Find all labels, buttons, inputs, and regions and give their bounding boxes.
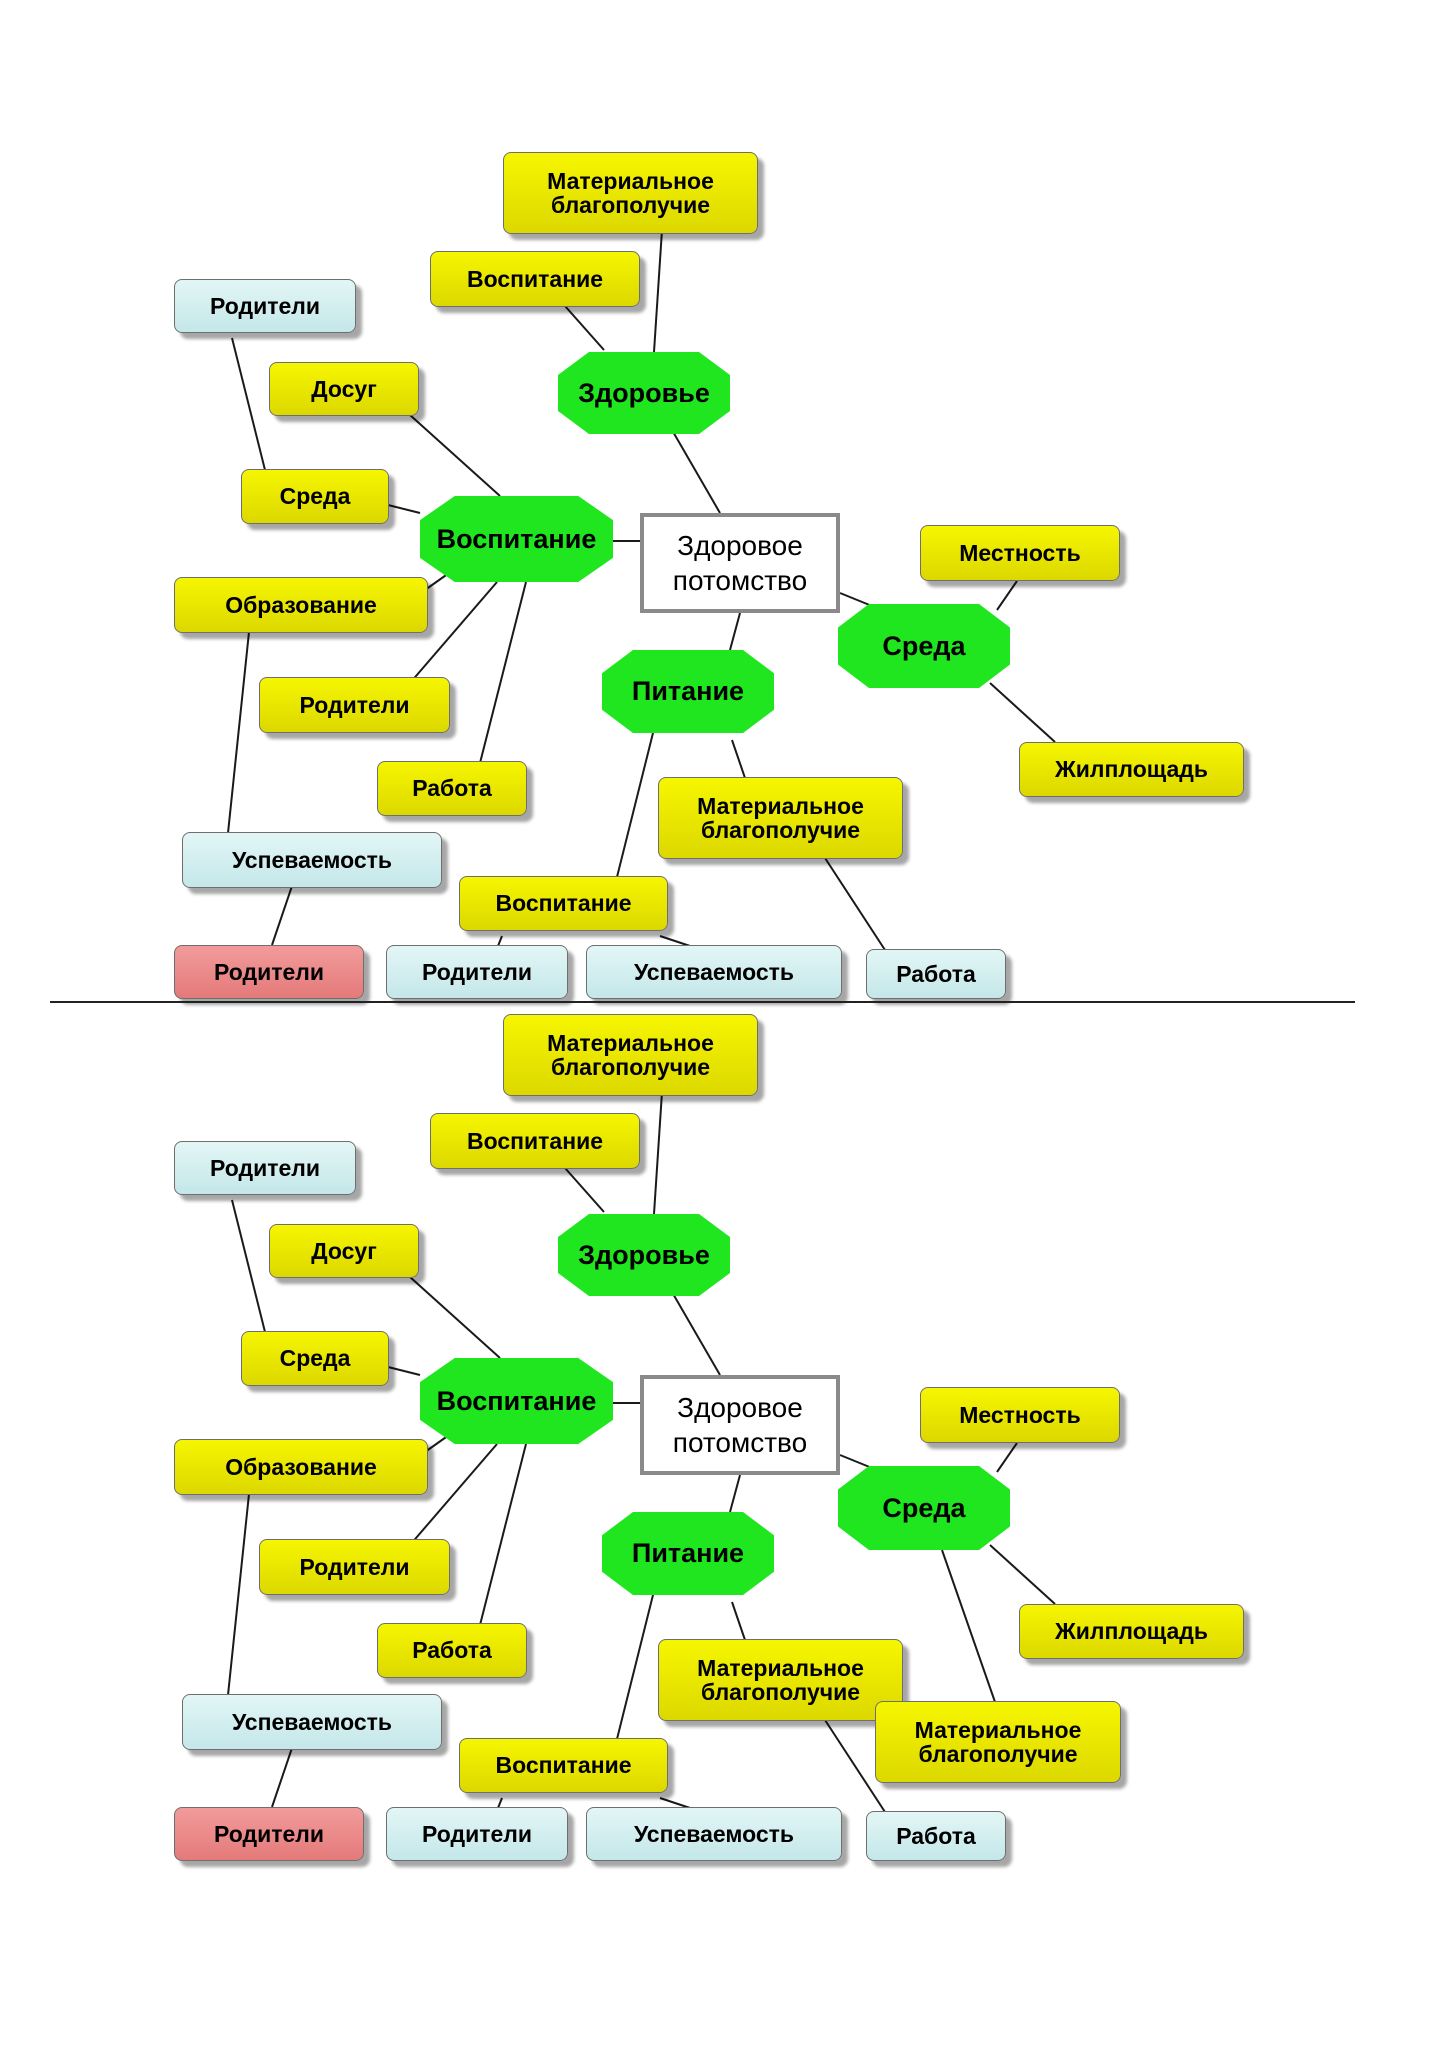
edge	[479, 1443, 527, 1626]
edge	[671, 429, 721, 514]
edge	[989, 1544, 1056, 1605]
hub-nutrition: Питание	[602, 650, 774, 733]
leaf-leisure: Досуг	[269, 362, 419, 416]
edge	[824, 1719, 886, 1813]
leaf-education: Образование	[174, 1439, 428, 1495]
edge	[409, 1443, 498, 1546]
edge	[227, 1493, 250, 1696]
edge	[729, 612, 741, 651]
edge	[409, 1276, 501, 1359]
leaf-education: Образование	[174, 577, 428, 633]
edge	[653, 1091, 663, 1215]
leaf-upbringing: Воспитание	[430, 1113, 640, 1169]
edge	[231, 337, 266, 471]
leaf-work: Работа	[866, 1811, 1006, 1861]
leaf-locality: Местность	[920, 525, 1120, 581]
edge	[231, 1199, 266, 1333]
edge	[227, 631, 250, 834]
edge	[271, 885, 293, 946]
leaf-academic-performance: Успеваемость	[586, 945, 842, 999]
edge	[941, 1549, 996, 1703]
center-node: Здоровое потомство	[640, 1375, 840, 1475]
edge	[659, 1797, 691, 1809]
leaf-material-wellbeing: Материальное благополучие	[658, 777, 903, 859]
edge	[409, 414, 501, 497]
leaf-parents: Родители	[386, 1807, 568, 1861]
leaf-material-wellbeing: Материальное благополучие	[503, 152, 758, 234]
edge	[424, 1434, 450, 1453]
section-divider	[50, 1001, 1355, 1003]
leaf-academic-performance: Успеваемость	[182, 1694, 442, 1750]
leaf-material-wellbeing-environment: Материальное благополучие	[875, 1701, 1121, 1783]
edge	[497, 935, 503, 947]
leaf-parents: Родители	[174, 279, 356, 333]
leaf-academic-performance: Успеваемость	[586, 1807, 842, 1861]
edge	[839, 1454, 873, 1469]
hub-nutrition: Питание	[602, 1512, 774, 1595]
center-node: Здоровое потомство	[640, 513, 840, 613]
hub-environment: Среда	[838, 1466, 1010, 1550]
edge	[616, 732, 654, 878]
leaf-parents: Родители	[259, 1539, 450, 1595]
leaf-environment: Среда	[241, 1331, 389, 1386]
edge	[409, 581, 498, 684]
leaf-material-wellbeing: Материальное благополучие	[658, 1639, 903, 1721]
leaf-parents: Родители	[259, 677, 450, 733]
edge	[387, 1366, 421, 1376]
edge	[564, 305, 605, 351]
leaf-parents: Родители	[386, 945, 568, 999]
leaf-leisure: Досуг	[269, 1224, 419, 1278]
hub-health: Здоровье	[558, 1214, 730, 1296]
edge	[731, 1601, 746, 1641]
leaf-parents-red: Родители	[174, 945, 364, 999]
leaf-academic-performance: Успеваемость	[182, 832, 442, 888]
edge	[564, 1167, 605, 1213]
edge	[731, 739, 746, 779]
leaf-parents-red: Родители	[174, 1807, 364, 1861]
leaf-living-space: Жилплощадь	[1019, 742, 1244, 797]
edges-top	[227, 229, 1056, 951]
leaf-work: Работа	[377, 761, 527, 816]
edge	[996, 1442, 1018, 1473]
edge	[989, 682, 1056, 743]
edge	[497, 1797, 503, 1809]
edge	[424, 572, 450, 591]
edge	[616, 1594, 654, 1740]
leaf-living-space: Жилплощадь	[1019, 1604, 1244, 1659]
leaf-locality: Местность	[920, 1387, 1120, 1443]
leaf-environment: Среда	[241, 469, 389, 524]
leaf-parents: Родители	[174, 1141, 356, 1195]
leaf-work: Работа	[377, 1623, 527, 1678]
edge	[387, 504, 421, 514]
edge	[824, 857, 886, 951]
leaf-material-wellbeing: Материальное благополучие	[503, 1014, 758, 1096]
edge	[653, 229, 663, 353]
hub-upbringing: Воспитание	[420, 496, 613, 582]
edge	[996, 580, 1018, 611]
leaf-upbringing: Воспитание	[459, 1738, 668, 1793]
hub-upbringing: Воспитание	[420, 1358, 613, 1444]
edge	[839, 592, 873, 607]
edge	[271, 1747, 293, 1808]
edge	[671, 1291, 721, 1376]
edge	[659, 935, 691, 947]
leaf-work: Работа	[866, 949, 1006, 999]
hub-environment: Среда	[838, 604, 1010, 688]
hub-health: Здоровье	[558, 352, 730, 434]
edge	[479, 581, 527, 764]
leaf-upbringing: Воспитание	[459, 876, 668, 931]
edge	[729, 1474, 741, 1513]
leaf-upbringing: Воспитание	[430, 251, 640, 307]
